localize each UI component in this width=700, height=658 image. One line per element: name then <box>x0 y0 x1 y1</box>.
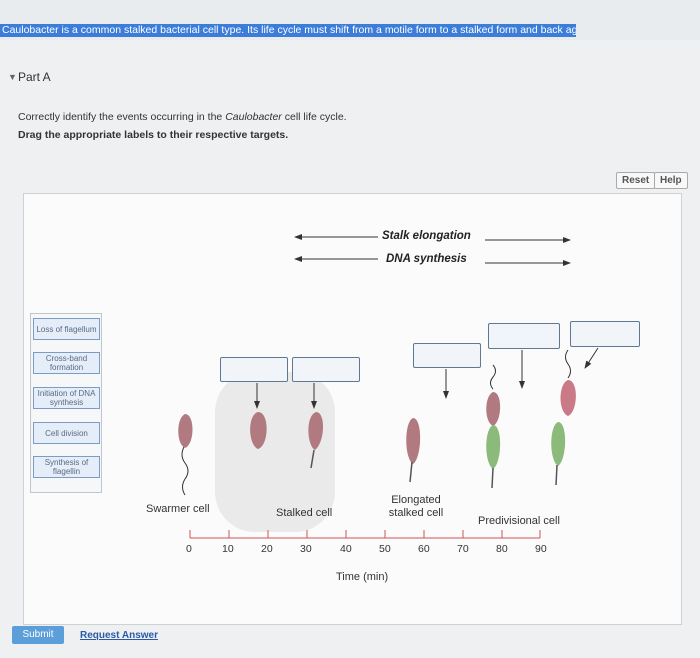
label-cross-band-formation[interactable]: Cross-band formation <box>33 352 100 374</box>
drop-target-5[interactable] <box>570 321 640 347</box>
time-tick: 10 <box>222 543 234 555</box>
highlighted-intro-text: Caulobacter is a common stalked bacteria… <box>0 24 576 37</box>
time-tick: 0 <box>186 543 192 555</box>
top-bar: Caulobacter is a common stalked bacteria… <box>0 0 700 40</box>
stalk-elongation-arrow <box>294 234 571 243</box>
label-loss-of-flagellum[interactable]: Loss of flagellum <box>33 318 100 340</box>
label-cell-division[interactable]: Cell division <box>33 422 100 444</box>
time-tick: 70 <box>457 543 469 555</box>
time-tick: 40 <box>340 543 352 555</box>
dna-synthesis-arrow <box>294 256 571 266</box>
background-shadow <box>215 372 335 532</box>
drop-target-1[interactable] <box>220 357 288 382</box>
stage-label-predivisional: Predivisional cell <box>478 515 560 527</box>
time-tick: 30 <box>300 543 312 555</box>
reset-button[interactable]: Reset <box>616 172 656 189</box>
request-answer-link[interactable]: Request Answer <box>80 630 158 641</box>
collapse-arrow-icon[interactable]: ▼ <box>8 72 17 82</box>
label-initiation-dna-synthesis[interactable]: Initiation of DNA synthesis <box>33 387 100 409</box>
stalk-elongation-label: Stalk elongation <box>382 230 471 242</box>
time-tick: 20 <box>261 543 273 555</box>
time-tick: 50 <box>379 543 391 555</box>
predivisional-cell <box>486 364 501 489</box>
divided-cells <box>551 349 576 486</box>
dna-synthesis-label: DNA synthesis <box>386 253 467 265</box>
target-pointer-arrows <box>254 347 599 409</box>
stage-label-elongated: Elongated stalked cell <box>388 494 444 519</box>
submit-button[interactable]: Submit <box>12 626 64 644</box>
elongated-stalked-cell <box>406 418 421 483</box>
time-tick: 60 <box>418 543 430 555</box>
stalked-cell-1 <box>250 412 267 449</box>
stalked-cell-2 <box>308 412 324 469</box>
swarmer-cell <box>178 414 193 496</box>
instruction-line-1: Correctly identify the events occurring … <box>18 111 347 123</box>
drop-target-2[interactable] <box>292 357 360 382</box>
time-axis-label: Time (min) <box>336 571 389 583</box>
instruction-line-2: Drag the appropriate labels to their res… <box>18 129 289 141</box>
drop-target-3[interactable] <box>413 343 481 368</box>
part-title: Part A <box>18 70 51 84</box>
stage-label-swarmer: Swarmer cell <box>146 503 210 515</box>
drop-target-4[interactable] <box>488 323 560 349</box>
time-tick: 90 <box>535 543 547 555</box>
stage-label-stalked: Stalked cell <box>276 507 333 519</box>
time-axis-line <box>189 530 541 539</box>
label-synthesis-of-flagellin[interactable]: Synthesis of flagellin <box>33 456 100 478</box>
help-button[interactable]: Help <box>654 172 688 189</box>
time-tick: 80 <box>496 543 508 555</box>
